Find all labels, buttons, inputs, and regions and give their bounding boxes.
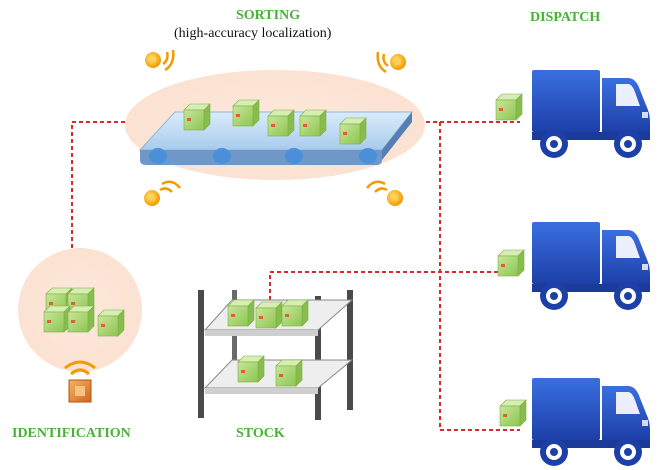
localization-antenna-icon [144,49,406,206]
sorting-label: SORTING [236,8,301,23]
identification-label: IDENTIFICATION [12,426,131,441]
delivery-truck-icon [532,70,650,158]
link-dispatch-trunk [439,122,520,431]
link-identification-to-sorting [71,121,148,255]
storage-shelf-icon [198,290,354,420]
dispatch-label: DISPATCH [530,10,601,25]
sorting-sublabel: (high-accuracy localization) [174,26,332,41]
delivery-truck-icon [532,222,650,310]
link-stock-to-dispatch [269,271,520,300]
delivery-truck-icon [532,378,650,466]
connection-lines [71,121,520,431]
rfid-reader-icon [64,360,96,403]
package-box-icon [495,93,527,427]
stock-label: STOCK [236,426,285,441]
